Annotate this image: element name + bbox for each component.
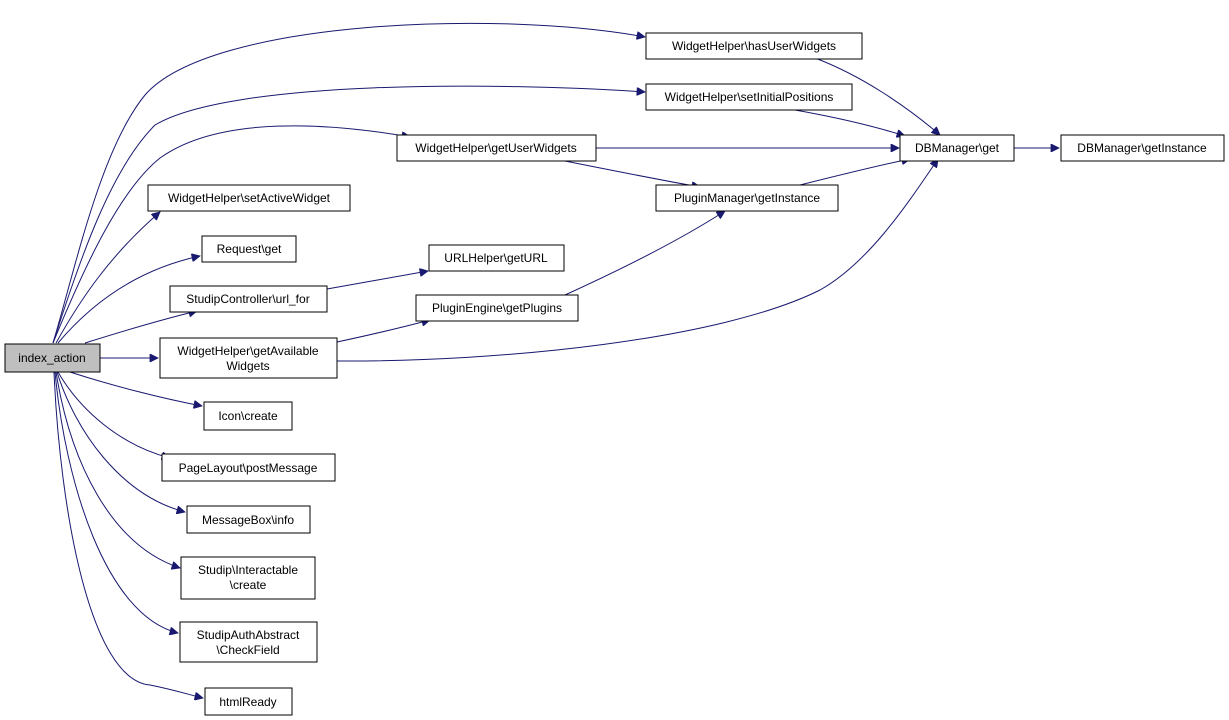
edge-index-to-icon-create <box>69 371 202 406</box>
edges <box>52 22 1059 698</box>
node-post-message[interactable]: PageLayout\postMessage <box>161 453 336 482</box>
node-label: MessageBox\info <box>202 513 294 527</box>
edge-index-to-check-field <box>54 371 178 633</box>
node-label-line-2: \create <box>230 578 267 592</box>
node-label: StudipController\url_for <box>186 292 309 306</box>
node-urlhelper-get-url[interactable]: URLHelper\getURL <box>428 244 565 272</box>
edge-index-to-set-initial-positions <box>52 85 645 344</box>
node-interactable-create[interactable]: Studip\Interactable \create <box>180 556 316 600</box>
node-has-user-widgets[interactable]: WidgetHelper\hasUserWidgets <box>645 32 863 60</box>
node-pluginengine-get-plugins[interactable]: PluginEngine\getPlugins <box>415 294 579 322</box>
node-label-line-1: WidgetHelper\getAvailable <box>177 344 319 358</box>
node-label: WidgetHelper\setActiveWidget <box>168 191 331 205</box>
edge-get-available-to-plugin-engine <box>336 320 430 343</box>
node-label: index_action <box>18 351 85 365</box>
node-set-initial-positions[interactable]: WidgetHelper\setInitialPositions <box>645 83 853 111</box>
edge-url-for-to-urlhelper <box>326 271 428 290</box>
node-request-get[interactable]: Request\get <box>201 235 297 263</box>
edge-index-to-url-for <box>84 311 197 344</box>
node-icon-create[interactable]: Icon\create <box>203 401 293 431</box>
edge-get-user-widgets-to-plugin-manager <box>559 159 700 187</box>
node-label: WidgetHelper\hasUserWidgets <box>672 39 836 53</box>
node-check-field[interactable]: StudipAuthAbstract \CheckField <box>179 621 318 663</box>
node-label-line-2: \CheckField <box>216 643 279 657</box>
node-pluginmanager-get-instance[interactable]: PluginManager\getInstance <box>655 184 839 212</box>
edge-index-to-request-get <box>57 256 200 344</box>
edge-plugin-manager-to-db-get <box>799 159 910 186</box>
node-get-available-widgets[interactable]: WidgetHelper\getAvailable Widgets <box>159 337 338 379</box>
node-label: htmlReady <box>219 695 276 709</box>
node-dbmanager-get-instance[interactable]: DBManager\getInstance <box>1060 134 1225 162</box>
node-label-line-1: StudipAuthAbstract <box>197 628 300 642</box>
edge-index-to-html-ready <box>53 371 203 698</box>
edge-index-to-interactable-create <box>55 371 180 568</box>
edge-index-to-post-message <box>57 371 170 458</box>
node-html-ready[interactable]: htmlReady <box>204 687 293 716</box>
edge-plugin-engine-to-plugin-manager <box>564 211 725 296</box>
node-label: DBManager\getInstance <box>1077 141 1207 155</box>
node-label: WidgetHelper\getUserWidgets <box>415 141 576 155</box>
edge-index-to-get-user-widgets <box>52 125 410 344</box>
node-set-active-widget[interactable]: WidgetHelper\setActiveWidget <box>147 184 351 212</box>
edge-has-user-widgets-to-db-get <box>814 57 940 135</box>
edge-index-to-messagebox-info <box>56 371 185 512</box>
node-label: URLHelper\getURL <box>444 251 548 265</box>
node-label: PageLayout\postMessage <box>179 461 318 475</box>
edge-index-to-set-active-widget <box>55 212 160 344</box>
node-label: WidgetHelper\setInitialPositions <box>665 90 834 104</box>
node-label: PluginManager\getInstance <box>674 191 820 205</box>
node-label-line-2: Widgets <box>226 359 269 373</box>
edge-set-initial-positions-to-db-get <box>794 109 905 136</box>
edge-index-to-has-user-widgets <box>52 22 645 344</box>
node-dbmanager-get[interactable]: DBManager\get <box>899 134 1015 162</box>
node-label-line-1: Studip\Interactable <box>198 563 298 577</box>
node-index-action[interactable]: index_action <box>4 343 101 373</box>
node-get-user-widgets[interactable]: WidgetHelper\getUserWidgets <box>396 134 597 162</box>
node-label: PluginEngine\getPlugins <box>432 301 562 315</box>
node-messagebox-info[interactable]: MessageBox\info <box>186 505 311 534</box>
edge-get-available-to-db-get <box>336 159 938 362</box>
node-label: Request\get <box>217 242 282 256</box>
node-label: DBManager\get <box>915 141 1000 155</box>
node-label: Icon\create <box>218 409 278 423</box>
node-url-for[interactable]: StudipController\url_for <box>169 285 328 313</box>
